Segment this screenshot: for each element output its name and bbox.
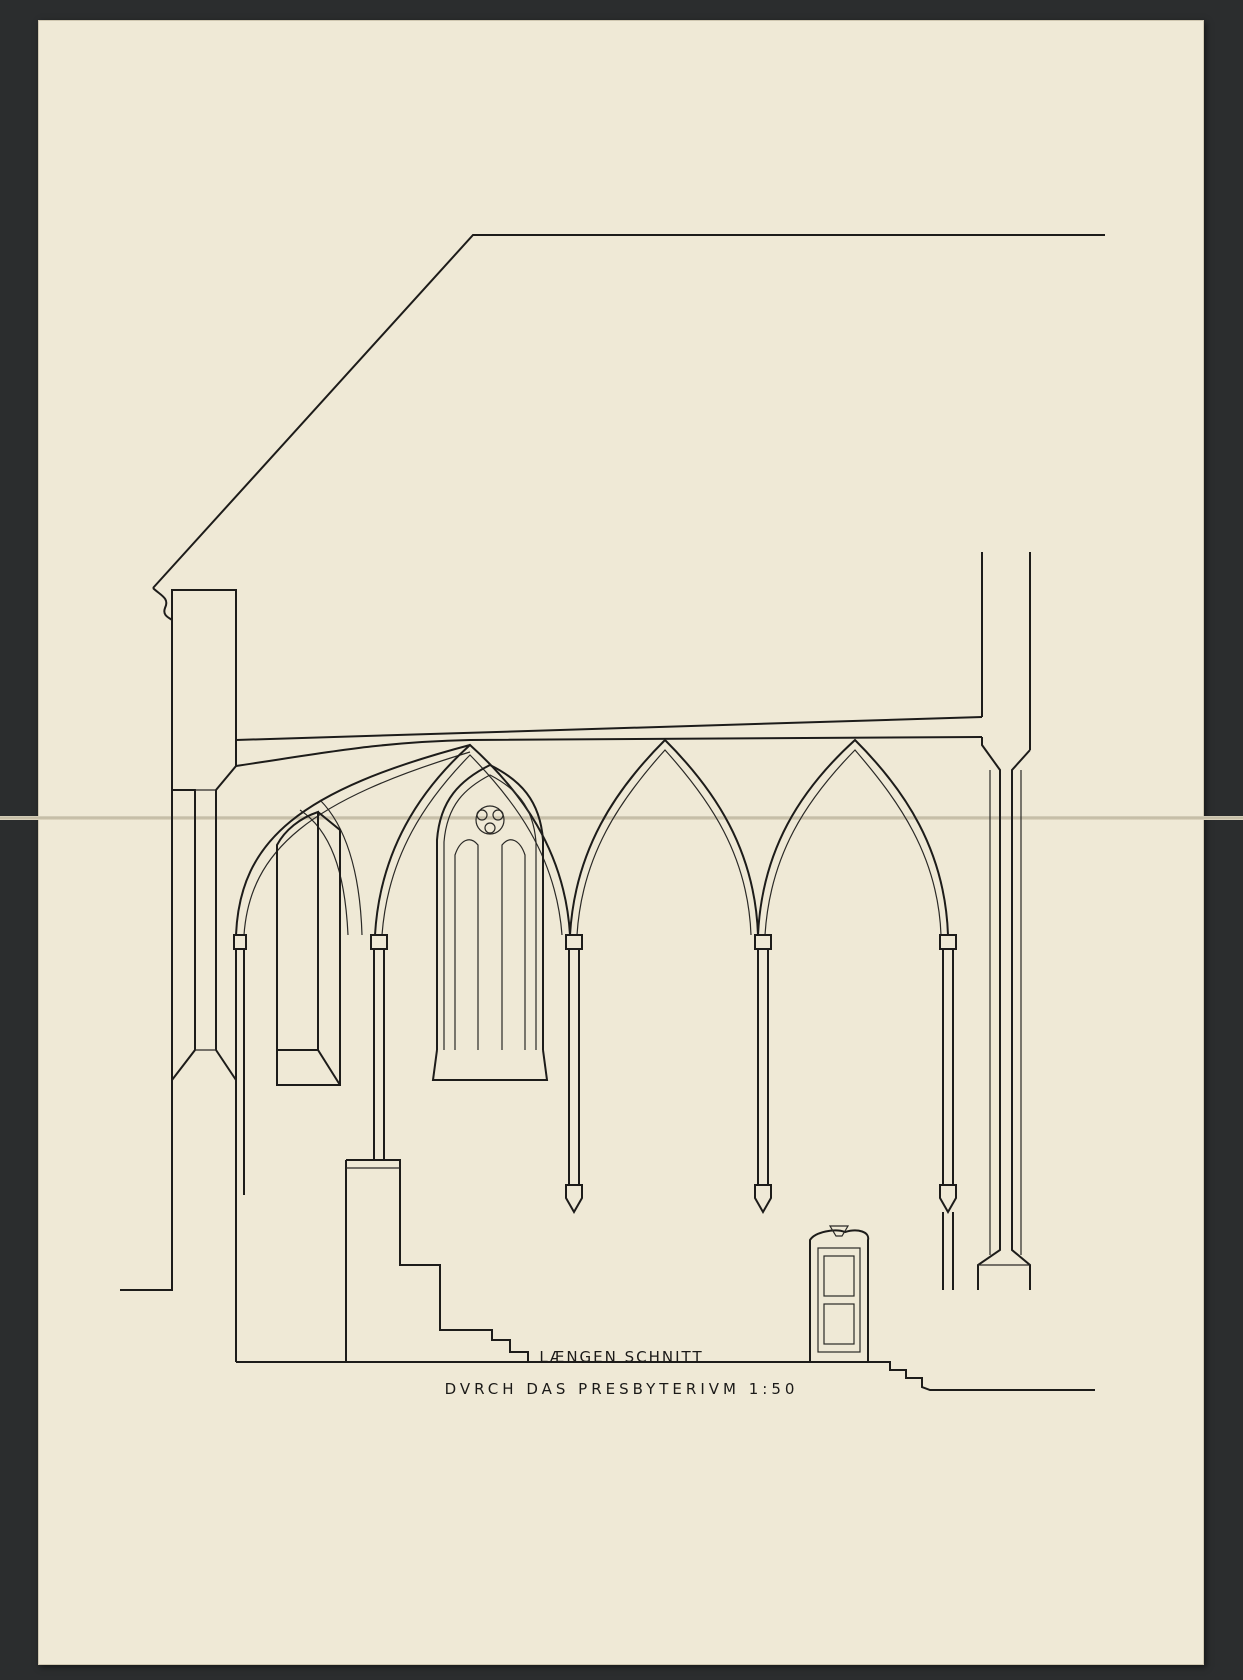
tracery-window — [431, 763, 549, 1081]
roof-outline — [120, 234, 1105, 1291]
sheet-fold-line — [0, 816, 1243, 820]
floor-line — [235, 1195, 1095, 1391]
right-wall-pier — [977, 737, 1031, 1290]
column-4 — [754, 934, 772, 1215]
door — [809, 1225, 870, 1362]
stair-block — [345, 1159, 540, 1363]
column-3 — [565, 934, 583, 1215]
columns — [233, 934, 957, 1290]
left-wall-pier — [171, 740, 237, 1195]
column-1 — [233, 934, 247, 1195]
ceiling-beam — [235, 552, 1031, 767]
column-5 — [939, 934, 957, 1290]
drawing-title: LÆNGEN SCHNITT — [539, 1348, 704, 1366]
side-window — [276, 810, 341, 1086]
drawing-subtitle: DVRCH DAS PRESBYTERIVM 1:50 — [444, 1380, 799, 1398]
column-2 — [370, 934, 388, 1160]
vault-ribs — [235, 738, 949, 936]
